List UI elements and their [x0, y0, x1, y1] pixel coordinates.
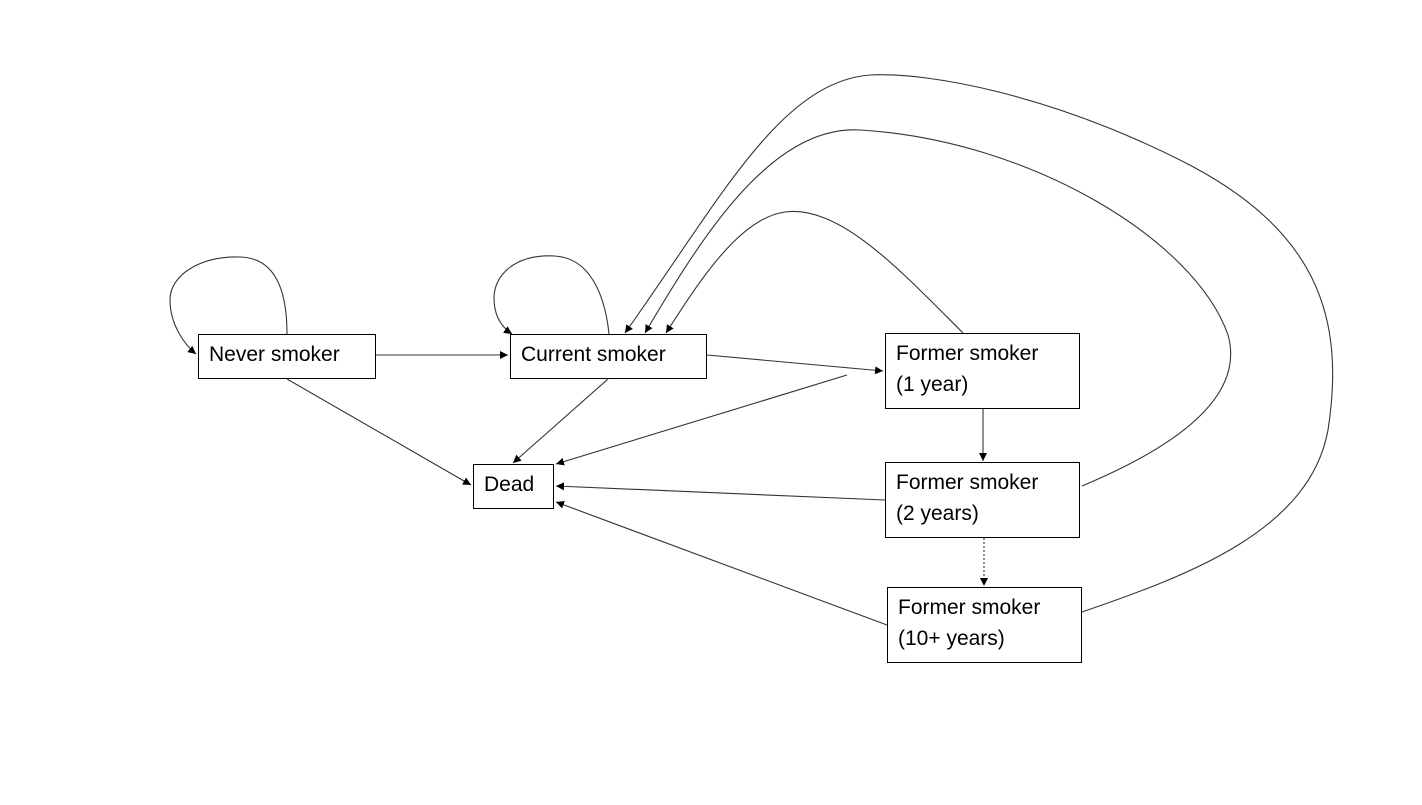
edge-former2-to-dead	[555, 482, 886, 501]
edge-never-to-dead	[286, 378, 472, 486]
node-never-smoker: Never smoker	[198, 334, 376, 379]
edge-former10-to-dead	[555, 501, 888, 626]
edge-current-to-dead	[512, 378, 609, 464]
edge-former1-to-dead	[555, 374, 848, 466]
edge-former2-to-current	[644, 129, 1232, 487]
node-former-smoker-10-plus-years: Former smoker (10+ years)	[887, 587, 1082, 663]
edge-current-self-loop	[493, 255, 610, 335]
edge-former1-to-current	[665, 210, 964, 334]
node-never-smoker-label: Never smoker	[209, 343, 340, 366]
node-current-smoker-label: Current smoker	[521, 343, 666, 366]
edge-never-self-loop	[169, 256, 288, 355]
node-former-10-label: Former smoker	[898, 596, 1041, 619]
node-former-1-label: Former smoker	[896, 342, 1039, 365]
node-current-smoker: Current smoker	[510, 334, 707, 379]
node-former-2-duration: (2 years)	[896, 502, 979, 525]
edge-former10-to-current	[624, 74, 1334, 613]
node-former-smoker-2-years: Former smoker (2 years)	[885, 462, 1080, 538]
node-former-2-label: Former smoker	[896, 471, 1039, 494]
node-dead: Dead	[473, 464, 554, 509]
node-former-1-duration: (1 year)	[896, 373, 969, 396]
node-former-smoker-1-year: Former smoker (1 year)	[885, 333, 1080, 409]
node-dead-label: Dead	[484, 473, 535, 496]
node-former-10-duration: (10+ years)	[898, 627, 1005, 650]
edge-current-to-former1	[706, 354, 884, 375]
